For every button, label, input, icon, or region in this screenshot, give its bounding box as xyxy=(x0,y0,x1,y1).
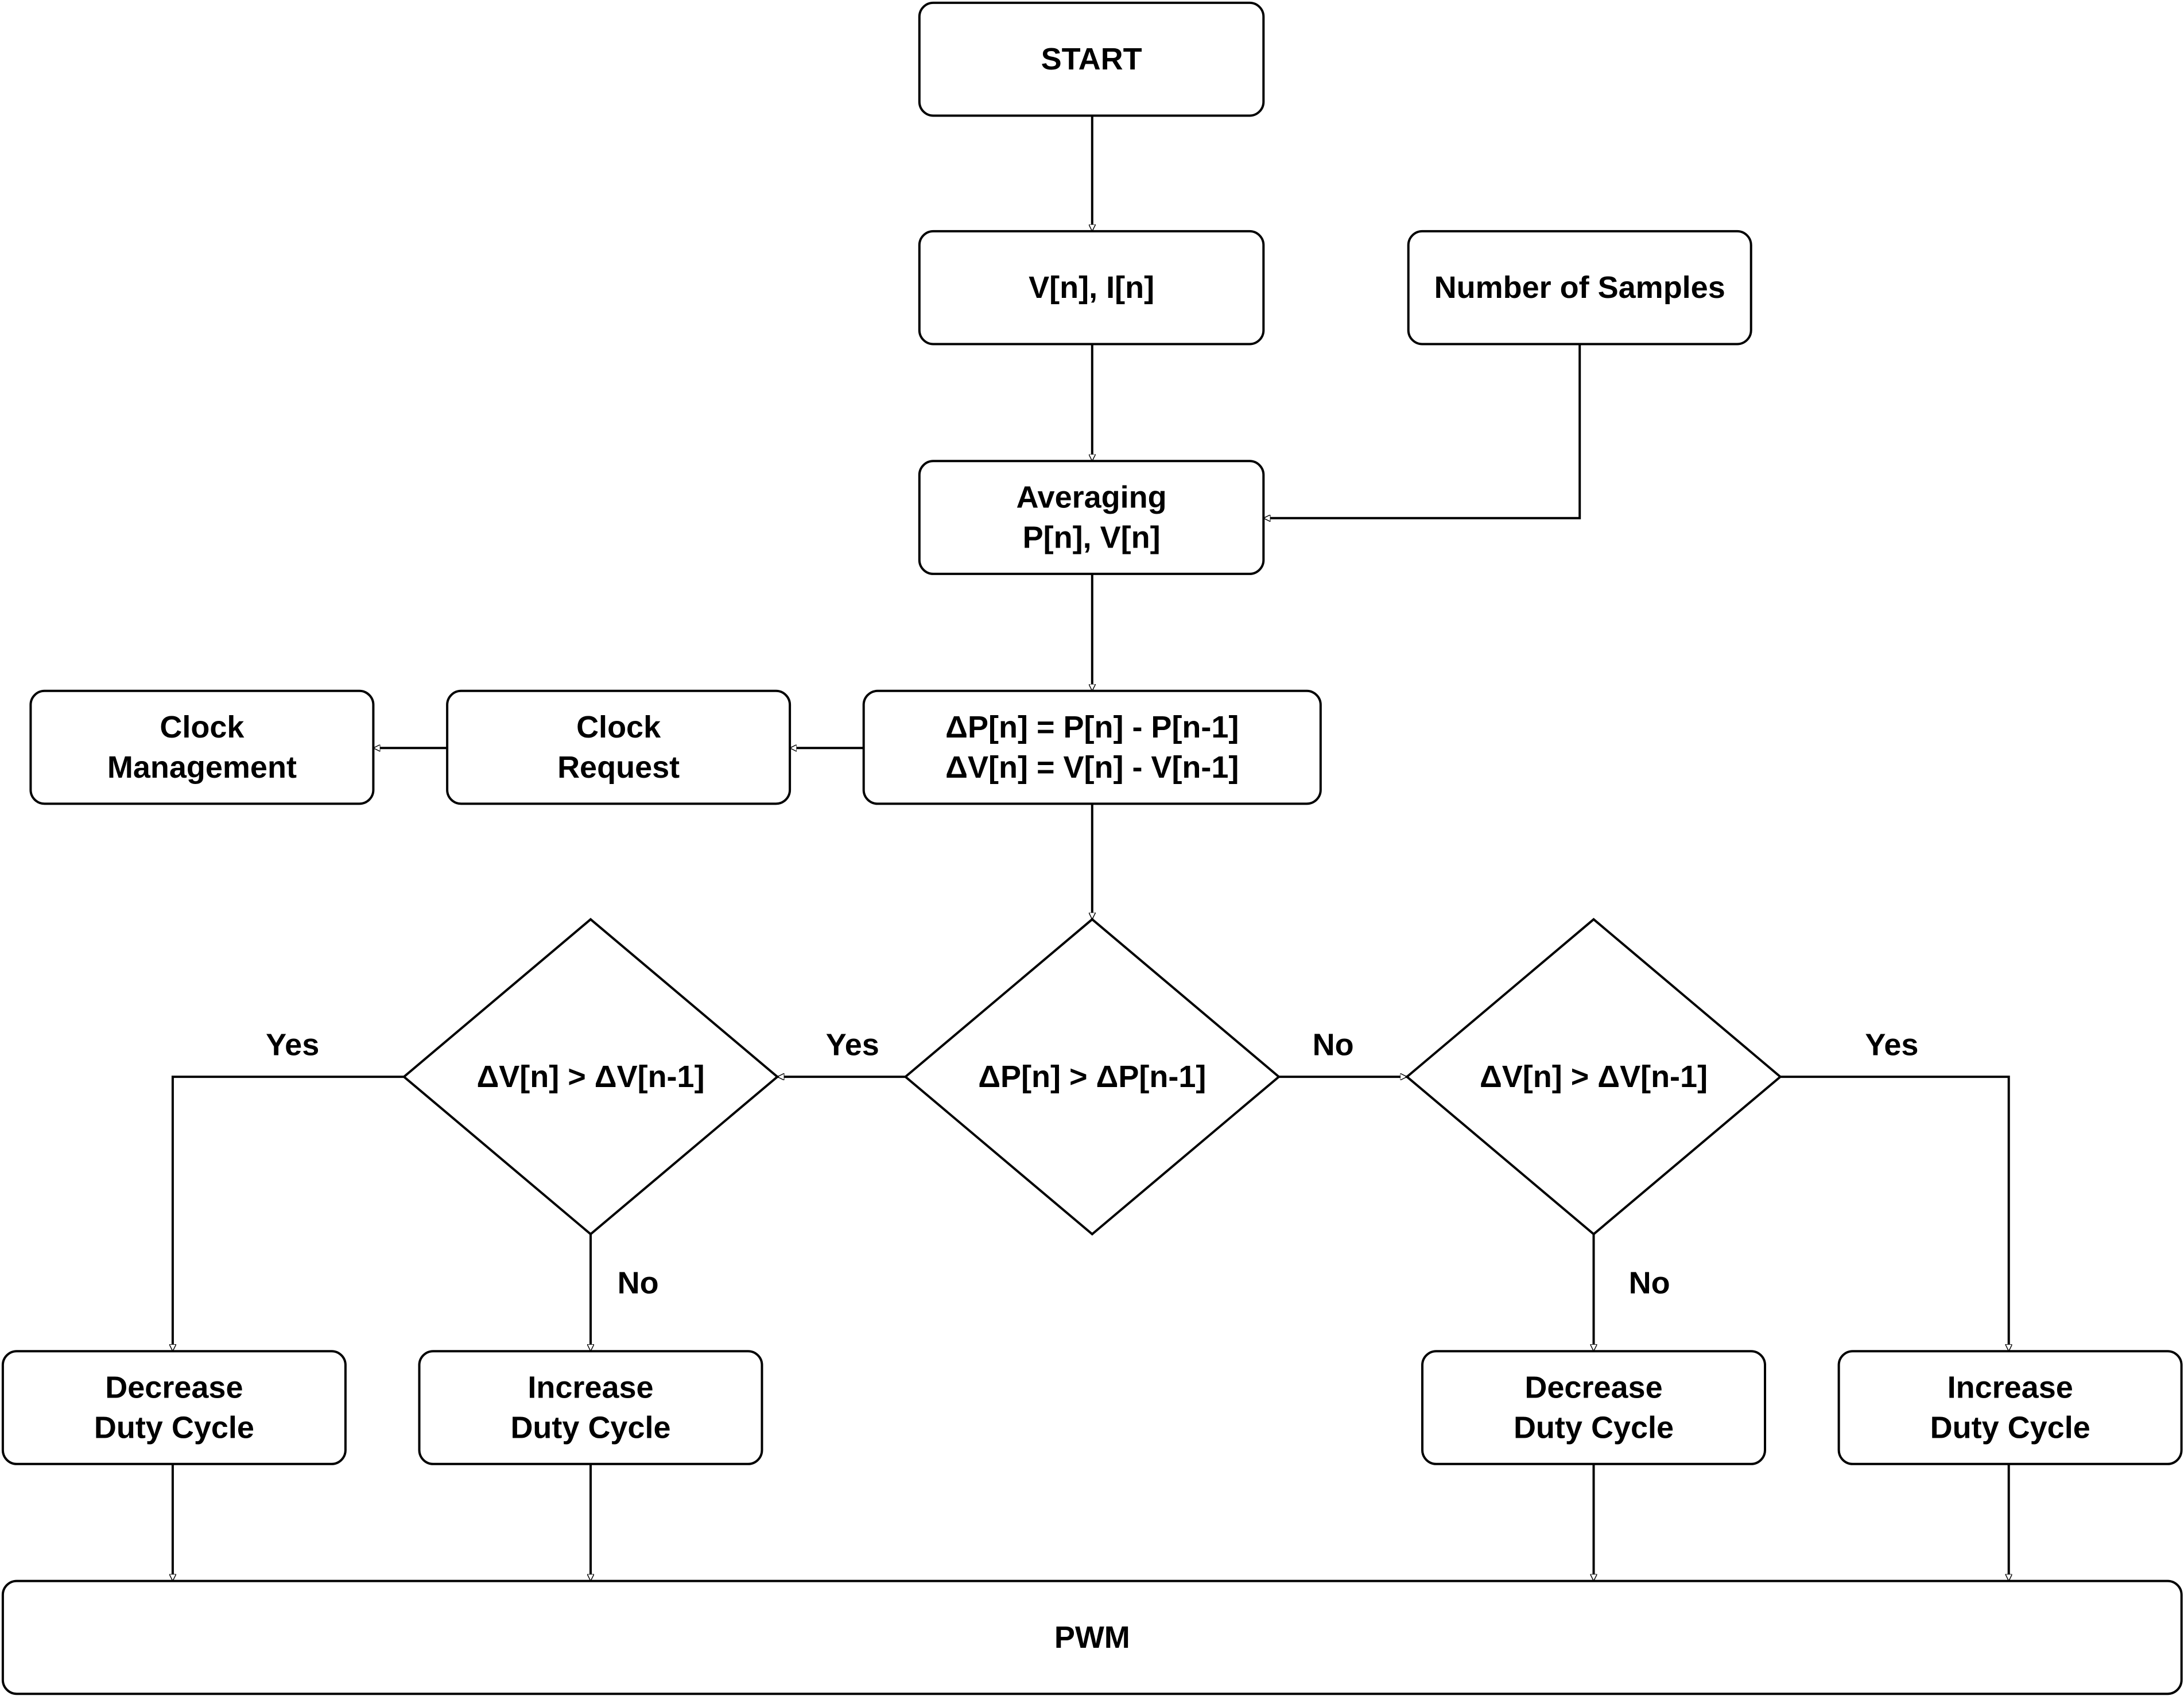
node-label: Duty Cycle xyxy=(1930,1411,2090,1445)
edge-label: No xyxy=(618,1266,659,1300)
edge-decision-dv-left-to-decrease-left: Yes xyxy=(173,1027,404,1352)
edge-label: Yes xyxy=(826,1027,879,1062)
node-delta: ΔP[n] = P[n] - P[n-1] ΔV[n] = V[n] - V[n-… xyxy=(862,689,1322,805)
edge-label: No xyxy=(1629,1266,1670,1300)
edge-label: Yes xyxy=(266,1027,319,1062)
node-label: ΔV[n] = V[n] - V[n-1] xyxy=(945,750,1239,785)
edge-samples-to-averaging xyxy=(1263,344,1581,518)
process-box xyxy=(918,1,1265,117)
process-box xyxy=(1837,1350,2183,1465)
process-box xyxy=(29,689,375,805)
process-box xyxy=(1,1579,2183,1695)
decision-diamond xyxy=(1405,918,1782,1236)
edge-decision-dv-left-to-increase-left: No xyxy=(591,1234,659,1352)
process-box xyxy=(418,1350,763,1465)
decision-diamond xyxy=(903,918,1281,1236)
node-label: Management xyxy=(107,750,297,785)
node-label: Decrease xyxy=(1524,1371,1662,1405)
node-decision-dp: ΔP[n] > ΔP[n-1] xyxy=(903,918,1281,1236)
node-label: Clock xyxy=(160,710,245,744)
node-start: START xyxy=(918,1,1265,117)
edge-decision-dp-to-decision-dv-right: No xyxy=(1279,1027,1407,1077)
node-samples: Number of Samples xyxy=(1407,230,1752,346)
node-pwm: PWM xyxy=(1,1579,2183,1695)
process-box xyxy=(918,230,1265,346)
edge-line xyxy=(1780,1076,2009,1352)
node-label: ΔP[n] > ΔP[n-1] xyxy=(978,1059,1206,1094)
edge-label: No xyxy=(1313,1027,1354,1062)
node-label: ΔP[n] = P[n] - P[n-1] xyxy=(945,710,1239,744)
node-label: Duty Cycle xyxy=(94,1411,254,1445)
node-measure: V[n], I[n] xyxy=(918,230,1265,346)
node-label: P[n], V[n] xyxy=(1023,521,1161,555)
node-label: V[n], I[n] xyxy=(1029,270,1154,305)
node-label: ΔV[n] > ΔV[n-1] xyxy=(1480,1059,1708,1094)
node-label: Decrease xyxy=(105,1371,243,1405)
node-decision-dv-left: ΔV[n] > ΔV[n-1] xyxy=(402,918,779,1236)
process-box xyxy=(862,689,1322,805)
node-label: Duty Cycle xyxy=(1514,1411,1674,1445)
process-box xyxy=(446,689,792,805)
edge-line xyxy=(1263,344,1581,518)
process-box xyxy=(1407,230,1752,346)
edge-label: Yes xyxy=(1865,1027,1918,1062)
process-box xyxy=(1421,1350,1766,1465)
node-decision-dv-right: ΔV[n] > ΔV[n-1] xyxy=(1405,918,1782,1236)
node-label: ΔV[n] > ΔV[n-1] xyxy=(476,1059,704,1094)
edge-line xyxy=(173,1076,404,1352)
edge-decision-dv-right-to-decrease-right: No xyxy=(1594,1234,1670,1352)
node-label: START xyxy=(1041,42,1142,76)
node-label: Number of Samples xyxy=(1434,270,1725,305)
decision-diamond xyxy=(402,918,779,1236)
node-label: Duty Cycle xyxy=(510,1411,670,1445)
process-box xyxy=(918,460,1265,575)
node-label: Request xyxy=(557,750,680,785)
edge-decision-dp-to-decision-dv-left: Yes xyxy=(777,1027,906,1077)
node-label: Averaging xyxy=(1017,480,1167,515)
process-box xyxy=(1,1350,347,1465)
node-label: Clock xyxy=(576,710,661,744)
edge-decision-dv-right-to-increase-right: Yes xyxy=(1780,1027,2009,1352)
node-label: Increase xyxy=(527,1371,653,1405)
node-label: Increase xyxy=(1948,1371,2073,1405)
node-label: PWM xyxy=(1054,1620,1130,1655)
